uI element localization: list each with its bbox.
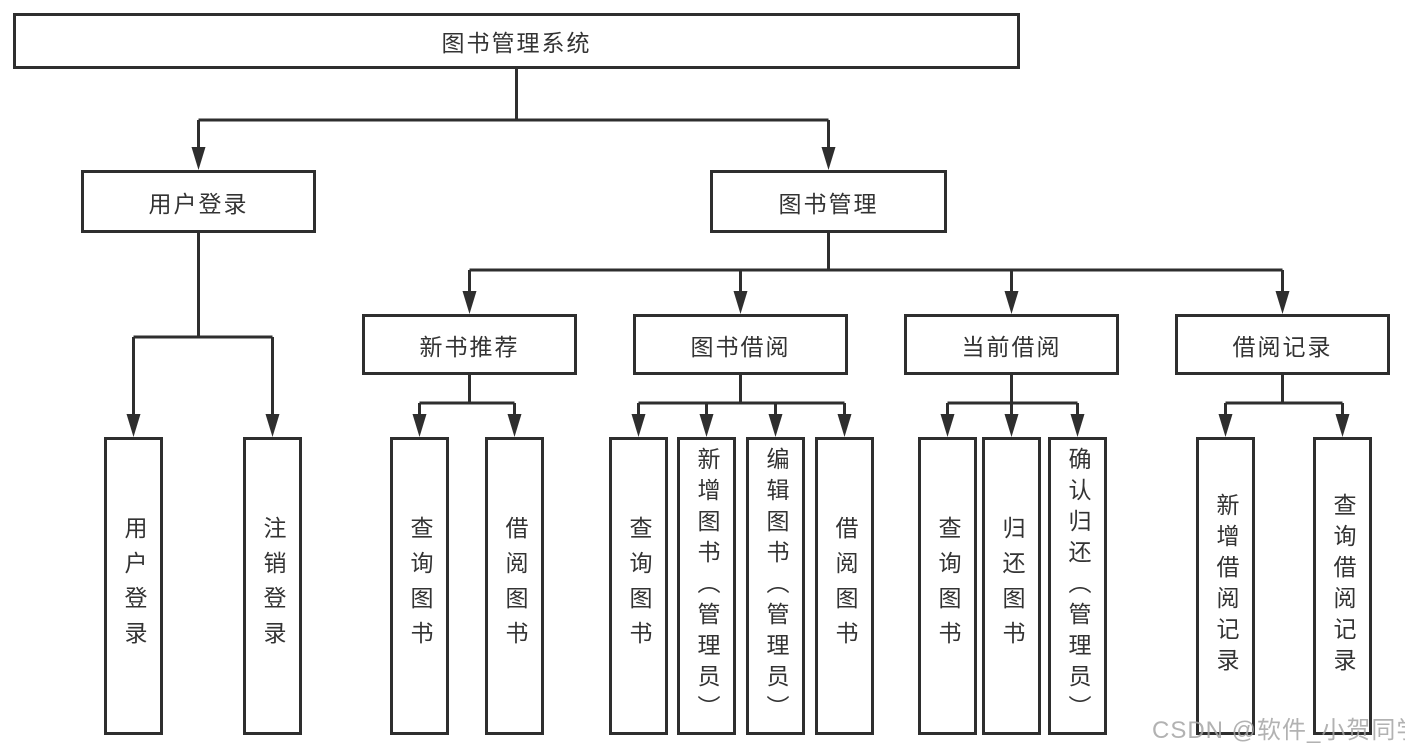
leaf-borrow-books-recommend: 借阅图书	[485, 437, 544, 735]
connector-stems	[132, 68, 1344, 419]
leaf-confirm-return-admin: 确认归还（管理员）	[1048, 437, 1107, 735]
node-label: 借阅记录	[1232, 333, 1333, 360]
leaf-add-book-admin: 新增图书（管理员）	[677, 437, 736, 735]
node-label: 用户登录	[148, 190, 249, 217]
node-label: 归还图书	[999, 516, 1025, 656]
leaf-borrow-books-borrowing: 借阅图书	[815, 437, 874, 735]
node-label: 编辑图书（管理员）	[763, 446, 789, 726]
leaf-query-books-recommend: 查询图书	[390, 437, 449, 735]
node-label: 借阅图书	[832, 516, 858, 656]
node-label: 当前借阅	[961, 333, 1062, 360]
node-label: 图书借阅	[690, 333, 791, 360]
node-label: 用户登录	[121, 516, 147, 656]
csdn-watermark: CSDN @软件_小贺同学	[1152, 717, 1405, 744]
node-label: 确认归还（管理员）	[1065, 446, 1091, 726]
node-label: 查询图书	[935, 516, 961, 656]
node-new-book-recommendation: 新书推荐	[362, 314, 577, 375]
node-book-borrowing: 图书借阅	[633, 314, 848, 375]
arrowhead-icons	[126, 147, 1350, 437]
leaf-query-books-borrowing: 查询图书	[609, 437, 668, 735]
leaf-logout: 注销登录	[243, 437, 302, 735]
node-label: 查询借阅记录	[1330, 493, 1356, 679]
node-label: 新增借阅记录	[1213, 493, 1239, 679]
node-label: 查询图书	[407, 516, 433, 656]
node-label: 图书管理	[778, 190, 879, 217]
leaf-query-books-current: 查询图书	[918, 437, 977, 735]
node-book-management: 图书管理	[710, 170, 947, 233]
leaf-edit-book-admin: 编辑图书（管理员）	[746, 437, 805, 735]
node-borrowing-records: 借阅记录	[1175, 314, 1390, 375]
leaf-query-borrow-record: 查询借阅记录	[1313, 437, 1372, 735]
node-library-management-system: 图书管理系统	[13, 13, 1020, 69]
node-label: 查询图书	[626, 516, 652, 656]
leaf-add-borrow-record: 新增借阅记录	[1196, 437, 1255, 735]
node-label: 注销登录	[260, 516, 286, 656]
leaf-return-books: 归还图书	[982, 437, 1041, 735]
node-label: 借阅图书	[502, 516, 528, 656]
node-label: 图书管理系统	[441, 30, 592, 56]
node-user-login: 用户登录	[81, 170, 316, 233]
leaf-user-login: 用户登录	[104, 437, 163, 735]
node-label: 新书推荐	[419, 333, 520, 360]
node-label: 新增图书（管理员）	[694, 446, 720, 726]
node-current-borrowing: 当前借阅	[904, 314, 1119, 375]
